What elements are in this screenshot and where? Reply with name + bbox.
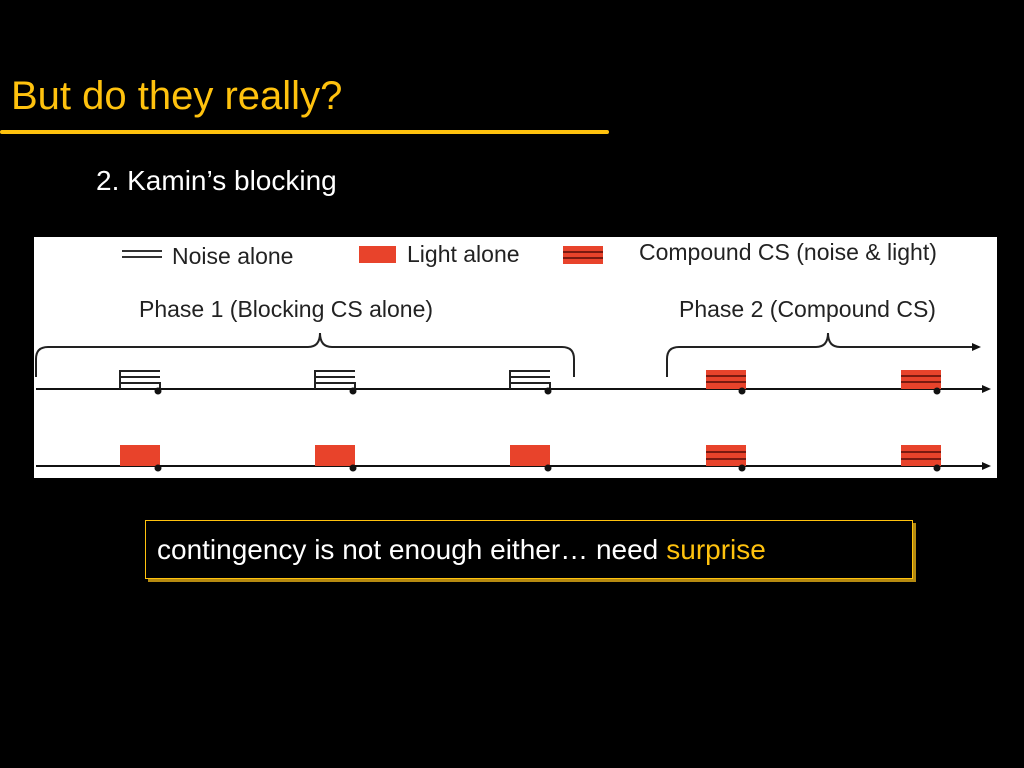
phase2-label: Phase 2 (Compound CS) [679, 296, 936, 322]
legend-noise-label: Noise alone [172, 243, 293, 269]
trial-compound [706, 370, 746, 395]
trial-noise [119, 370, 162, 395]
callout-accent-word: surprise [666, 533, 766, 565]
callout-text: contingency is not enough either… need [157, 533, 659, 565]
blocking-diagram: Noise alone Light alone Compound CS (noi… [34, 237, 997, 478]
trial-compound [706, 445, 746, 472]
title-underline [0, 130, 609, 134]
conclusion-callout: contingency is not enough either… need s… [145, 520, 913, 579]
trial-noise [509, 370, 552, 395]
legend-light-label: Light alone [407, 241, 520, 267]
phase1-label: Phase 1 (Blocking CS alone) [139, 296, 433, 322]
trial-light [120, 445, 162, 472]
slide-subtitle: 2. Kamin’s blocking [96, 165, 337, 196]
trial-compound [901, 445, 941, 472]
trial-noise [314, 370, 357, 395]
trial-compound [901, 370, 941, 395]
trial-light [510, 445, 552, 472]
legend-light-swatch [359, 246, 396, 263]
legend-compound-swatch [563, 246, 603, 264]
phase2-brace [666, 332, 981, 377]
blocking-diagram-svg: Noise alone Light alone Compound CS (noi… [35, 239, 991, 472]
legend-noise-swatch [122, 250, 162, 258]
trial-light [315, 445, 357, 472]
legend: Noise alone Light alone Compound CS (noi… [122, 239, 937, 269]
phase1-brace [35, 332, 575, 377]
legend-compound-label: Compound CS (noise & light) [639, 239, 937, 265]
slide-title: But do they really? [11, 74, 343, 118]
